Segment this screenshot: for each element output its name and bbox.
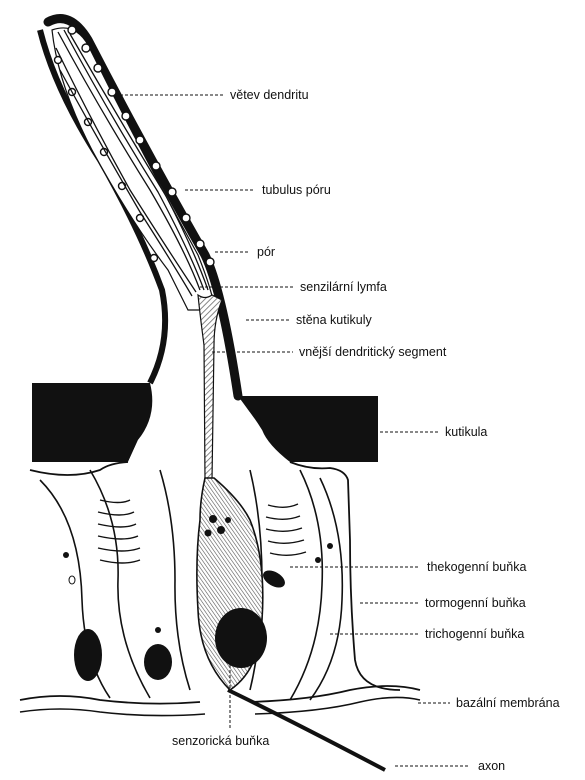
label-sensillum-lymph: senzilární lymfa	[300, 280, 387, 294]
thecogen-nucleus	[260, 567, 288, 591]
basal-membrane-lower	[20, 697, 420, 715]
label-sensory-cell: senzorická buňka	[172, 734, 269, 748]
label-outer-dendritic-segment: vnější dendritický segment	[299, 345, 447, 359]
tormogen-nucleus	[144, 644, 172, 680]
sensory-nucleus	[215, 608, 267, 668]
vacuole	[69, 576, 75, 584]
label-pore-tubule: tubulus póru	[262, 183, 331, 197]
label-basal-membrane: bazální membrána	[456, 696, 560, 710]
label-cuticle-wall: stěna kutikuly	[296, 313, 372, 327]
trichogen-nucleus	[74, 629, 102, 681]
label-thecogen-cell: thekogenní buňka	[427, 560, 526, 574]
label-pore: pór	[257, 245, 275, 259]
label-axon: axon	[478, 759, 505, 773]
label-cuticle: kutikula	[445, 425, 487, 439]
label-trichogen-cell: trichogenní buňka	[425, 627, 524, 641]
basal-membrane	[20, 686, 420, 704]
label-dendrite-branch: větev dendritu	[230, 88, 309, 102]
label-tormogen-cell: tormogenní buňka	[425, 596, 526, 610]
